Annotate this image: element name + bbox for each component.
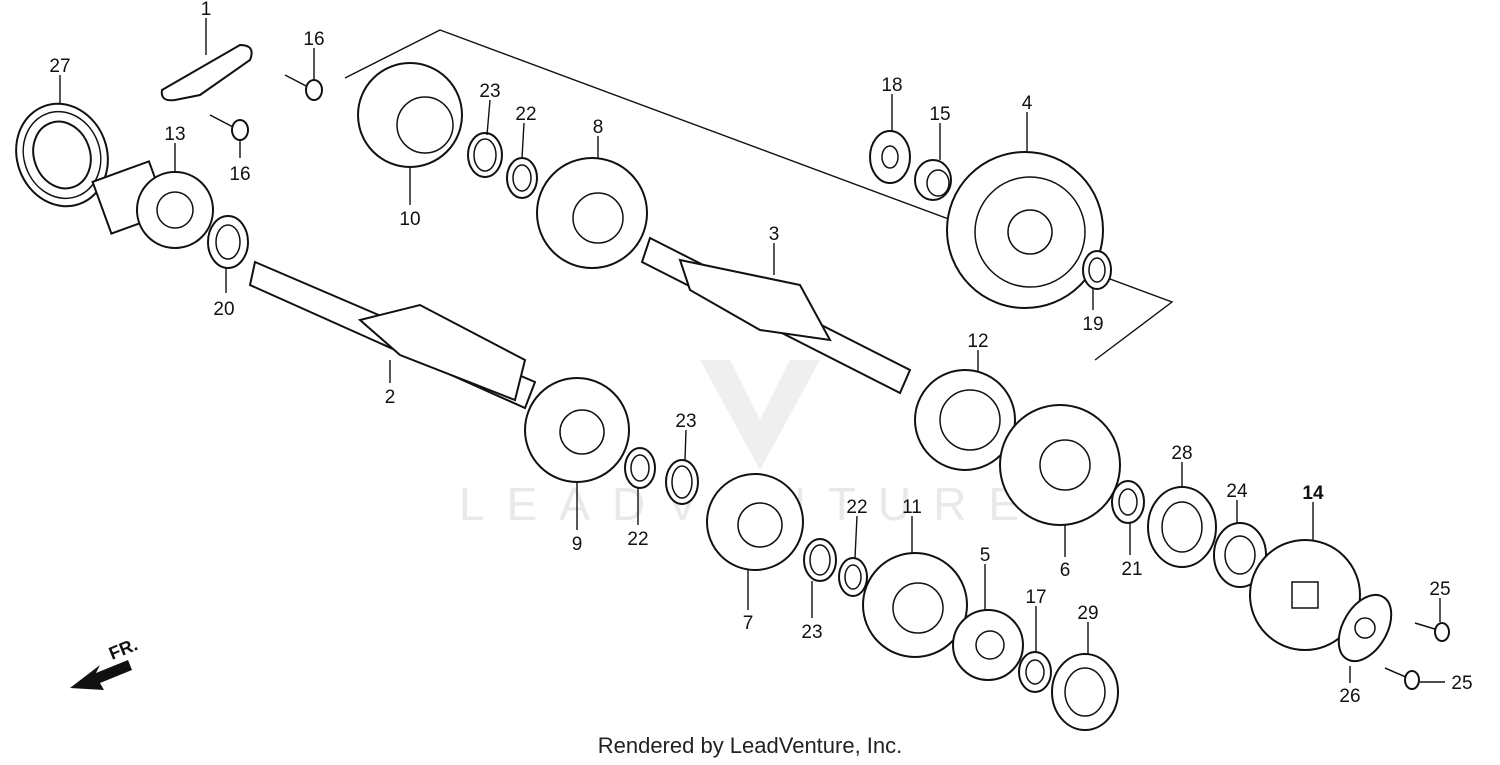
callout-8: 8: [593, 117, 604, 138]
gear-11[interactable]: [862, 552, 968, 658]
callout-12: 12: [967, 331, 988, 352]
gear-8[interactable]: [536, 157, 648, 269]
washer-18[interactable]: [869, 130, 911, 184]
callout-13: 13: [164, 124, 185, 145]
direction-label: FR.: [106, 634, 140, 663]
gear-5[interactable]: [952, 609, 1024, 681]
circlip-23-lower[interactable]: [803, 538, 837, 582]
callout-10: 10: [399, 209, 420, 230]
callout-23-upper: 23: [479, 81, 500, 102]
gear-4[interactable]: [946, 151, 1104, 309]
seal-24[interactable]: [1213, 522, 1267, 588]
callout-24: 24: [1226, 481, 1248, 502]
washer-22-upper[interactable]: [506, 157, 538, 199]
bearing-28[interactable]: [1147, 486, 1217, 568]
plate-26[interactable]: [1328, 586, 1402, 670]
mainshaft-2[interactable]: [248, 260, 537, 410]
bolt-25-upper[interactable]: [1414, 622, 1450, 642]
callout-22-lower: 22: [846, 497, 867, 518]
callouts: 1 2 3 4 5 6 7 8 9 10 11 12 13 14 15 16 1…: [49, 0, 1472, 707]
callout-5: 5: [980, 545, 991, 566]
circlip-23-middle[interactable]: [665, 459, 699, 505]
callout-16-lower: 16: [229, 164, 250, 185]
callout-4: 4: [1022, 93, 1033, 114]
washer-20[interactable]: [207, 215, 249, 269]
bearing-29[interactable]: [1051, 653, 1119, 731]
callout-16-upper: 16: [303, 29, 324, 50]
callout-26: 26: [1339, 686, 1360, 707]
callout-22-middle: 22: [627, 529, 648, 550]
washer-17[interactable]: [1018, 651, 1052, 693]
sprocket-14[interactable]: [1249, 539, 1361, 651]
callout-2: 2: [385, 387, 396, 408]
callout-11: 11: [902, 497, 922, 518]
front-direction-arrow: FR.: [70, 634, 140, 690]
callout-22-upper: 22: [515, 104, 536, 125]
bolt-25-lower[interactable]: [1384, 667, 1420, 690]
gear-12[interactable]: [914, 369, 1016, 471]
callout-7: 7: [743, 613, 754, 634]
assembly-outline: [344, 29, 1174, 361]
bushing-15[interactable]: [914, 159, 952, 201]
callout-18: 18: [881, 75, 902, 96]
washer-19[interactable]: [1082, 250, 1112, 290]
callout-17: 17: [1025, 587, 1046, 608]
callout-23-middle: 23: [675, 411, 696, 432]
washer-22-middle[interactable]: [624, 447, 656, 489]
callout-20: 20: [213, 299, 234, 320]
callout-28: 28: [1171, 443, 1192, 464]
callout-3: 3: [769, 224, 780, 245]
callout-23-lower: 23: [801, 622, 822, 643]
callout-14: 14: [1302, 483, 1324, 504]
callout-21: 21: [1121, 559, 1142, 580]
bolt-16-upper[interactable]: [284, 74, 323, 101]
callout-19: 19: [1082, 314, 1103, 335]
gear-7[interactable]: [706, 473, 804, 571]
gear-10[interactable]: [357, 62, 463, 168]
callout-1: 1: [201, 0, 212, 20]
leader-lines: [59, 18, 1445, 683]
callout-25-upper: 25: [1429, 579, 1450, 600]
washer-21[interactable]: [1111, 480, 1145, 524]
callout-25-lower: 25: [1451, 673, 1472, 694]
callout-27: 27: [49, 56, 70, 77]
bracket-1[interactable]: [160, 43, 253, 102]
gear-9[interactable]: [524, 377, 630, 483]
callout-29: 29: [1077, 603, 1098, 624]
callout-9: 9: [572, 534, 583, 555]
callout-6: 6: [1060, 560, 1071, 581]
washer-22-lower[interactable]: [838, 557, 868, 597]
bolt-16-lower[interactable]: [209, 114, 249, 141]
bearing-27[interactable]: [2, 91, 122, 220]
countershaft-3[interactable]: [640, 236, 912, 395]
gear-6[interactable]: [999, 404, 1121, 526]
footer-credit: Rendered by LeadVenture, Inc.: [597, 733, 903, 758]
gear-13[interactable]: [91, 160, 214, 249]
callout-15: 15: [929, 104, 950, 125]
circlip-23-upper[interactable]: [467, 132, 503, 178]
